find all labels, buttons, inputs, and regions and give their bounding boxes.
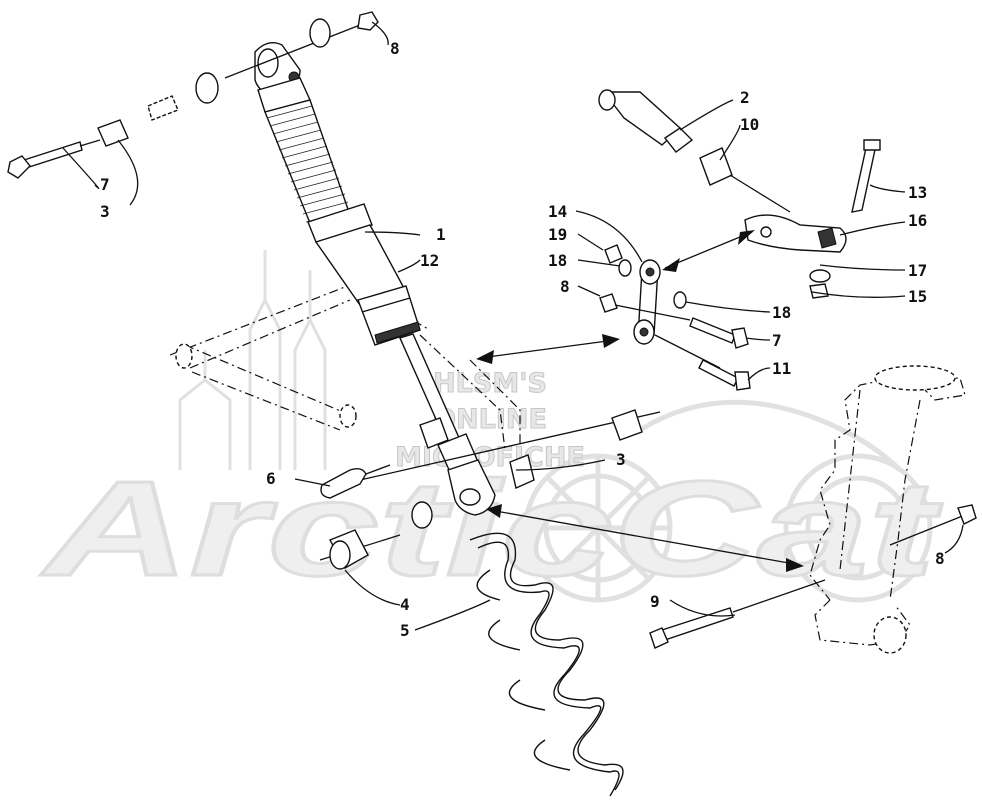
spindle-nut-graphic: [889, 504, 977, 546]
callout-4: 4: [400, 595, 410, 614]
callout-8-link: 8: [560, 277, 570, 296]
callout-6: 6: [266, 469, 276, 488]
callout-16: 16: [908, 211, 927, 230]
callout-labels: 1 2 3 3 4 5 6 7 7 8 8 8 9 10 11 12 13 14…: [100, 39, 945, 640]
callout-5: 5: [400, 621, 410, 640]
watermark-wheel-graphic: [523, 399, 933, 603]
lower-mount-hardware: [319, 409, 661, 570]
callout-18-right: 18: [772, 303, 791, 322]
sway-bar-linkage: [598, 89, 881, 391]
callout-17: 17: [908, 261, 927, 280]
callout-18-left: 18: [548, 251, 567, 270]
callout-7-upper: 7: [100, 175, 110, 194]
callout-11: 11: [772, 359, 791, 378]
coil-spring: [469, 532, 624, 797]
watermark-line-3: MICROFICHE: [395, 442, 585, 473]
callout-3-lower: 3: [616, 450, 626, 469]
watermark-line-1: HLSM'S: [433, 368, 547, 399]
callout-14: 14: [548, 202, 567, 221]
callout-1: 1: [436, 225, 446, 244]
upper-mount-hardware: [7, 11, 379, 179]
watermark-castle-graphic: [178, 250, 327, 470]
callout-9: 9: [650, 592, 660, 611]
watermark-brand: ArcticCat: [41, 453, 943, 604]
watermark: ArcticCat HLSM'S ONLINE MICROFICHE: [39, 250, 944, 606]
callout-2: 2: [740, 88, 750, 107]
callout-10: 10: [740, 115, 759, 134]
callout-8-right: 8: [935, 549, 945, 568]
callout-15: 15: [908, 287, 927, 306]
callout-7-right: 7: [772, 331, 782, 350]
assembly-arrows: [476, 230, 804, 572]
callout-13: 13: [908, 183, 927, 202]
callout-3-upper: 3: [100, 202, 110, 221]
callout-19: 19: [548, 225, 567, 244]
spindle-phantom: [809, 365, 966, 654]
leader-lines: [62, 21, 964, 631]
callout-12: 12: [420, 251, 439, 270]
shock-absorber: [254, 42, 496, 516]
callout-8-top: 8: [390, 39, 400, 58]
